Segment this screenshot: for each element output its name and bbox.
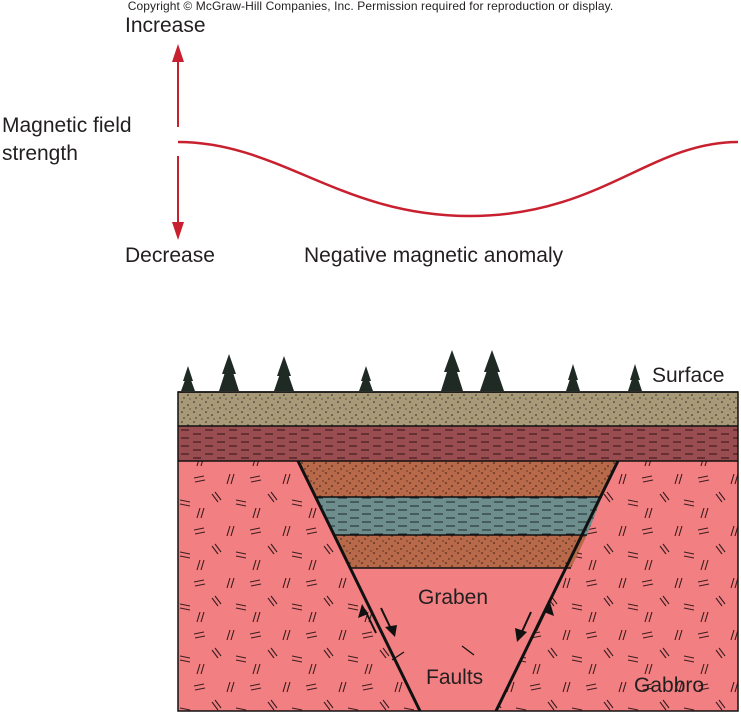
red-shale-layer [178,426,738,461]
fault-line-left [296,460,422,712]
soil-layer [178,392,738,426]
tree-icon [628,364,642,391]
surface-label: Surface [652,364,725,387]
faults-leader-left [391,651,405,661]
tree-icon [181,366,195,391]
gabbro-label: Gabbro [634,674,705,697]
tree-icon [274,356,294,391]
fault-arrows-right [515,602,554,642]
graben-sandstone-lower [333,535,587,568]
increase-label: Increase [125,14,206,37]
tree-icon [441,350,463,391]
axis-arrow-down [172,156,184,240]
axis-label-line1: Magnetic field [2,114,132,137]
axis-label-line2: strength [2,142,78,165]
magnetic-anomaly-curve [177,140,739,218]
cross-section [177,350,739,712]
graben-label: Graben [418,586,489,609]
tree-icon [359,366,373,391]
axis-arrow-up [172,44,184,127]
faults-label: Faults [426,666,484,689]
fault-arrows-left [358,604,397,637]
decrease-label: Decrease [125,244,215,267]
trees [181,350,642,391]
tree-icon [480,350,504,391]
tree-icon [566,364,580,391]
graben-sandstone-upper [298,461,618,497]
anomaly-label: Negative magnetic anomaly [304,244,564,267]
copyright-notice: Copyright © McGraw-Hill Companies, Inc. … [127,0,614,13]
faults-leader-right [461,645,475,656]
graben-blue-shale [315,497,602,535]
fault-line-right [494,460,620,712]
tree-icon [219,354,239,391]
